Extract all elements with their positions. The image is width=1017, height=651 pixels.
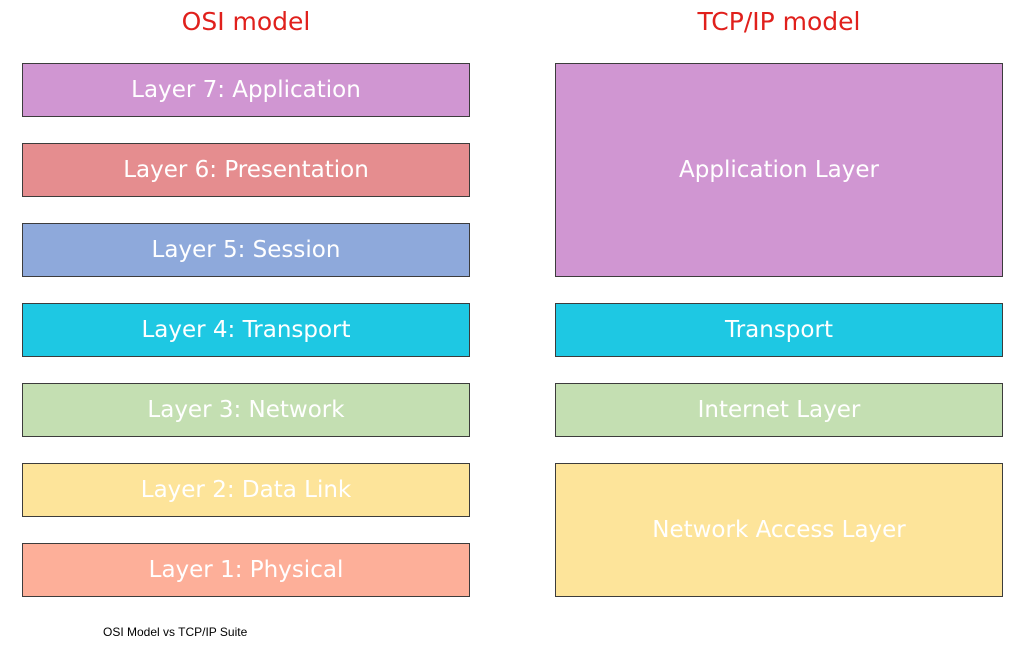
osi-layer-label: Layer 7: Application bbox=[131, 77, 361, 103]
osi-layer-label: Layer 3: Network bbox=[147, 397, 345, 423]
osi-layer-session: Layer 5: Session bbox=[22, 223, 470, 277]
osi-layer-data-link: Layer 2: Data Link bbox=[22, 463, 470, 517]
tcpip-layer-network-access: Network Access Layer bbox=[555, 463, 1003, 597]
osi-layer-presentation: Layer 6: Presentation bbox=[22, 143, 470, 197]
osi-layer-label: Layer 5: Session bbox=[151, 237, 341, 263]
tcpip-layer-label: Network Access Layer bbox=[652, 517, 906, 543]
osi-layer-label: Layer 1: Physical bbox=[148, 557, 344, 583]
tcpip-layer-transport: Transport bbox=[555, 303, 1003, 357]
tcpip-model-title: TCP/IP model bbox=[697, 7, 861, 36]
tcpip-layer-label: Internet Layer bbox=[697, 397, 861, 423]
osi-layer-transport: Layer 4: Transport bbox=[22, 303, 470, 357]
osi-layer-label: Layer 6: Presentation bbox=[123, 157, 369, 183]
osi-layer-application: Layer 7: Application bbox=[22, 63, 470, 117]
tcpip-layer-label: Transport bbox=[725, 317, 833, 343]
tcpip-layer-internet: Internet Layer bbox=[555, 383, 1003, 437]
tcpip-layer-application: Application Layer bbox=[555, 63, 1003, 277]
osi-model-title: OSI model bbox=[181, 7, 311, 36]
figure-caption: OSI Model vs TCP/IP Suite bbox=[103, 625, 248, 639]
osi-layer-network: Layer 3: Network bbox=[22, 383, 470, 437]
osi-layer-label: Layer 4: Transport bbox=[141, 317, 351, 343]
tcpip-layer-label: Application Layer bbox=[679, 157, 879, 183]
osi-layer-label: Layer 2: Data Link bbox=[140, 477, 352, 503]
osi-layer-physical: Layer 1: Physical bbox=[22, 543, 470, 597]
